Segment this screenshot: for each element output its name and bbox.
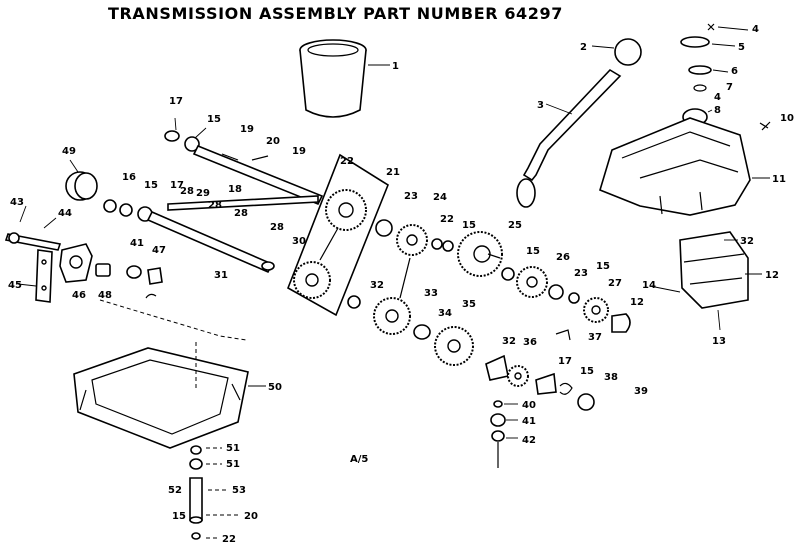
callout-label: 52 — [168, 485, 182, 496]
callout-label: 39 — [634, 386, 648, 397]
callout-label: 37 — [588, 332, 602, 343]
part-center-gears — [375, 219, 503, 277]
callout-label: 12 — [630, 297, 644, 308]
callout-label: 15 — [596, 261, 610, 272]
callout-label: 15 — [526, 246, 540, 257]
callout-label: 32 — [502, 336, 516, 347]
callout-label: 36 — [523, 337, 537, 348]
callout-label: 3 — [537, 100, 544, 111]
callout-label: 15 — [144, 180, 158, 191]
callout-label: 47 — [152, 245, 166, 256]
callout-label: 15 — [207, 114, 221, 125]
callout-label: 2 — [580, 42, 587, 53]
callout-label: 51 — [226, 443, 240, 454]
callout-label: 43 — [10, 197, 24, 208]
callout-label: 22 — [440, 214, 454, 225]
callout-label: 30 — [292, 236, 306, 247]
part-upper-shaft — [164, 117, 324, 206]
callout-label: 20 — [266, 136, 280, 147]
part-cup — [299, 39, 390, 118]
callout-label: 28 — [208, 200, 222, 211]
callout-label: 23 — [574, 268, 588, 279]
callout-label: 4 — [714, 92, 721, 103]
diagram-title: TRANSMISSION ASSEMBLY PART NUMBER 64297 — [108, 4, 563, 23]
callout-label: 23 — [404, 191, 418, 202]
callout-label: 13 — [712, 336, 726, 347]
callout-label: 14 — [642, 280, 656, 291]
part-lower-gears — [347, 257, 474, 366]
callout-label: 15 — [172, 511, 186, 522]
callout-label: 33 — [424, 288, 438, 299]
part-left-pulley — [65, 159, 98, 201]
callout-label: 27 — [608, 278, 622, 289]
part-lower-shaft — [103, 195, 319, 274]
part-right-gears — [501, 266, 631, 333]
part-lower-housing — [73, 299, 266, 449]
part-bottom-stack — [189, 445, 240, 540]
callout-label: 22 — [222, 534, 236, 545]
callout-label: 17 — [169, 96, 183, 107]
callout-label: 53 — [232, 485, 246, 496]
callout-label: 19 — [240, 124, 254, 135]
part-small-hardware-top — [680, 23, 771, 131]
callout-label: 15 — [462, 220, 476, 231]
callout-label: 32 — [370, 280, 384, 291]
callout-label: 22 — [340, 156, 354, 167]
callout-label: 45 — [8, 280, 22, 291]
callout-label: 51 — [226, 459, 240, 470]
part-pin-stack — [490, 400, 518, 468]
diagram-note: A/5 — [350, 454, 368, 465]
callout-label: 48 — [98, 290, 112, 301]
callout-label: 7 — [726, 82, 733, 93]
callout-label: 5 — [738, 42, 745, 53]
callout-label: 15 — [580, 366, 594, 377]
callout-label: 40 — [522, 400, 536, 411]
callout-label: 17 — [558, 356, 572, 367]
callout-label: 4 — [752, 24, 759, 35]
callout-label: 16 — [122, 172, 136, 183]
callout-label: 31 — [214, 270, 228, 281]
callout-label: 18 — [228, 184, 242, 195]
part-shift-knob — [591, 38, 642, 66]
callout-label: 29 — [196, 188, 210, 199]
callout-label: 19 — [292, 146, 306, 157]
callout-label: 44 — [58, 208, 72, 219]
callout-label: 6 — [731, 66, 738, 77]
callout-label: 34 — [438, 308, 452, 319]
callout-label: 49 — [62, 146, 76, 157]
callout-label: 1 — [392, 61, 399, 72]
callout-label: 50 — [268, 382, 282, 393]
part-gear-cluster-box — [287, 153, 389, 317]
callout-label: 41 — [130, 238, 144, 249]
callout-label: 46 — [72, 290, 86, 301]
callout-label: 32 — [740, 236, 754, 247]
callout-labels: 1 2 3 4 5 6 7 4 8 10 11 17 15 19 20 19 1… — [8, 24, 794, 545]
part-left-linkage — [4, 205, 163, 303]
callout-label: 42 — [522, 435, 536, 446]
callout-label: 26 — [556, 252, 570, 263]
callout-label: 41 — [522, 416, 536, 427]
callout-label: 8 — [714, 105, 721, 116]
callout-label: 17 — [170, 180, 184, 191]
part-bottom-right-shaft — [485, 329, 595, 411]
part-shift-lever — [516, 68, 622, 208]
callout-label: 28 — [234, 208, 248, 219]
callout-label: 11 — [772, 174, 786, 185]
callout-label: 24 — [433, 192, 447, 203]
part-mount-bracket — [649, 231, 762, 331]
callout-label: 20 — [244, 511, 258, 522]
callout-label: 25 — [508, 220, 522, 231]
callout-label: 35 — [462, 299, 476, 310]
callout-label: 10 — [780, 113, 794, 124]
callout-label: 21 — [386, 167, 400, 178]
callout-label: 38 — [604, 372, 618, 383]
callout-label: 28 — [270, 222, 284, 233]
part-housing-cover — [599, 117, 770, 216]
callout-label: 28 — [180, 186, 194, 197]
callout-label: 12 — [765, 270, 779, 281]
